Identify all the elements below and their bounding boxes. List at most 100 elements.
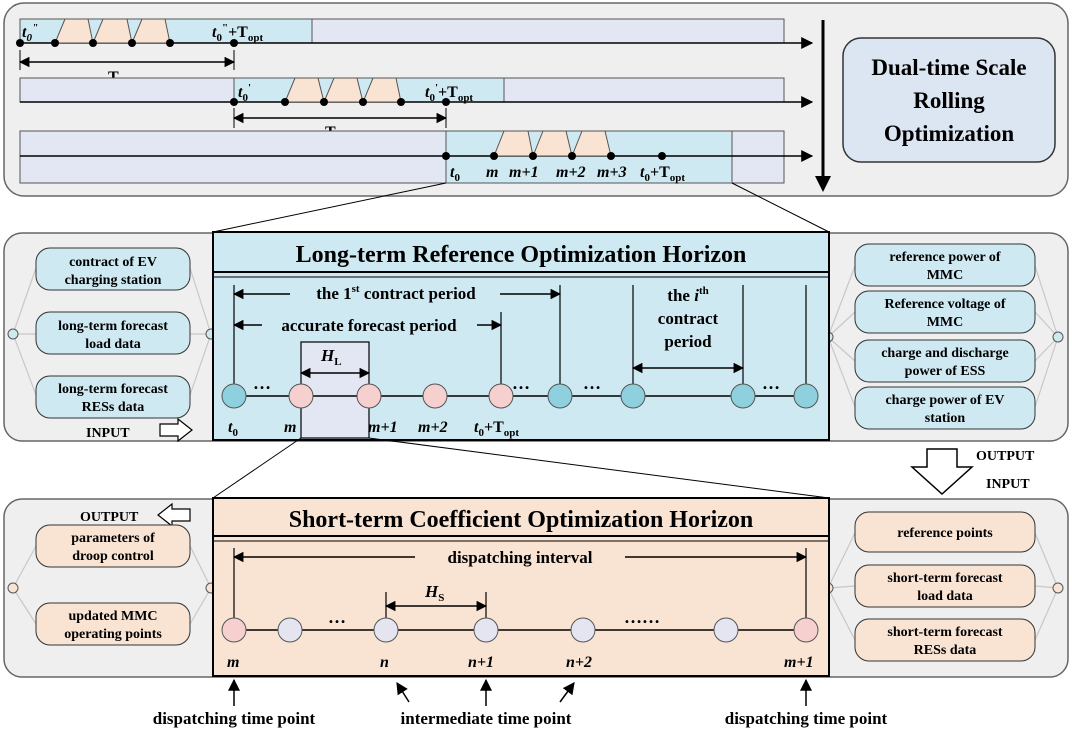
short-term-horizon-box [212, 497, 830, 677]
svg-text:droop control: droop control [72, 549, 154, 564]
input-box-res-forecast: long-term forecast RESs data [35, 375, 191, 419]
svg-text:RESs data: RESs data [82, 400, 145, 415]
caption-dispatching-left: dispatching time point [153, 709, 316, 728]
title-line-3: Optimization [884, 121, 1015, 146]
middle-input-label: INPUT [86, 426, 130, 441]
svg-text:updated MMC: updated MMC [68, 609, 157, 624]
row2-start-label: t0' [238, 82, 251, 104]
short-node-n [373, 617, 399, 643]
bottom-output-label: OUTPUT [80, 510, 139, 525]
output-box-ref-power: reference power of MMC [854, 243, 1036, 287]
svg-text:load data: load data [85, 337, 141, 352]
short-node-n2 [570, 617, 596, 643]
dots-1: … [253, 373, 271, 393]
svg-text:Reference voltage of: Reference voltage of [884, 297, 1005, 312]
row3-m-label: m [486, 164, 498, 181]
input-box-reference-points: reference points [854, 511, 1036, 553]
node-m [288, 383, 314, 409]
svg-text:station: station [925, 411, 966, 426]
short-term-title: Short-term Coefficient Optimization Hori… [289, 507, 754, 533]
input-box-short-res: short-term forecast RESs data [854, 618, 1036, 662]
ith-contract-line2: contract [658, 309, 719, 328]
middle-panel: contract of EV charging station long-ter… [3, 231, 1069, 443]
short-node-2 [277, 617, 303, 643]
row3-m3-label: m+3 [597, 164, 627, 181]
first-contract-label: the 1st contract period [316, 283, 476, 303]
svg-text:short-term forecast: short-term forecast [887, 571, 1003, 586]
svg-text:MMC: MMC [927, 315, 964, 330]
rolling-row-1: t0" t0"+Topt Topt [16, 18, 814, 89]
short-node-n1 [473, 617, 499, 643]
node-m1 [356, 383, 382, 409]
input-box-short-load: short-term forecast load data [854, 564, 1036, 608]
hs-label: HS [424, 582, 444, 604]
svg-text:charge and discharge: charge and discharge [881, 346, 1009, 361]
bottom-panel: OUTPUT parameters of droop control updat… [3, 497, 1069, 678]
short-dots-1: … [328, 607, 346, 627]
top-panel: t0" t0"+Topt Topt t0' t0'+Topt [3, 2, 1069, 197]
short-label-m: m [227, 654, 239, 671]
transfer-output-label: OUTPUT [976, 449, 1035, 464]
svg-text:reference power of: reference power of [889, 250, 1001, 265]
svg-text:charge power of EV: charge power of EV [885, 393, 1004, 408]
svg-text:long-term forecast: long-term forecast [58, 382, 168, 397]
short-node-m [221, 617, 247, 643]
panel-transfer-arrow-icon [910, 448, 974, 496]
short-node-7 [713, 617, 739, 643]
input-box-load-forecast: long-term forecast load data [35, 311, 191, 355]
label-m2: m+2 [418, 419, 448, 436]
row3-t0-label: t0 [450, 164, 460, 184]
dual-time-title-box: Dual-time Scale Rolling Optimization [842, 37, 1056, 163]
svg-text:RESs data: RESs data [914, 643, 977, 658]
output-arrow-icon [157, 502, 191, 528]
svg-text:long-term forecast: long-term forecast [58, 319, 168, 334]
node-topt [488, 383, 514, 409]
svg-text:MMC: MMC [927, 268, 964, 283]
forecast-period-label: accurate forecast period [281, 316, 457, 335]
row3-m1-label: m+1 [509, 164, 539, 181]
label-m1: m+1 [368, 419, 398, 436]
row3-end-label: t0+Topt [640, 164, 685, 184]
svg-text:contract of EV: contract of EV [69, 255, 157, 270]
output-box-ev-power: charge power of EV station [854, 386, 1036, 430]
caption-dispatching-right: dispatching time point [725, 709, 888, 728]
short-label-n2: n+2 [566, 654, 592, 671]
hl-label: HL [320, 346, 342, 368]
svg-text:load data: load data [917, 589, 973, 604]
output-box-mmc-points: updated MMC operating points [35, 602, 191, 646]
short-label-n: n [380, 654, 389, 671]
rolling-row-3: t0 m m+1 m+2 m+3 t0+Topt [19, 130, 814, 184]
label-t0: t0 [228, 419, 238, 439]
short-node-m1 [793, 617, 819, 643]
output-box-ref-voltage: Reference voltage of MMC [854, 290, 1036, 334]
svg-text:power of ESS: power of ESS [905, 364, 986, 379]
node-contract-end [547, 383, 573, 409]
input-arrow-icon [159, 417, 193, 443]
caption-intermediate: intermediate time point [401, 709, 572, 728]
node-ith-start [620, 383, 646, 409]
row1-end-label: t0"+Topt [212, 22, 263, 44]
output-box-ess-power: charge and discharge power of ESS [854, 339, 1036, 383]
ith-contract-line3: period [664, 332, 712, 351]
node-m2 [422, 383, 448, 409]
input-box-ev-contract: contract of EV charging station [35, 247, 191, 291]
svg-text:operating points: operating points [64, 627, 162, 642]
svg-text:short-term forecast: short-term forecast [887, 625, 1003, 640]
svg-text:charging station: charging station [65, 273, 162, 288]
row3-m2-label: m+2 [556, 164, 586, 181]
row2-end-label: t0'+Topt [425, 82, 473, 104]
title-line-1: Dual-time Scale [871, 55, 1026, 80]
transfer-input-label: INPUT [986, 477, 1030, 492]
node-t0 [221, 383, 247, 409]
interval-label: dispatching interval [448, 548, 593, 567]
svg-text:parameters of: parameters of [71, 531, 155, 546]
output-box-droop-params: parameters of droop control [35, 524, 191, 568]
title-line-2: Rolling [913, 88, 985, 113]
short-label-n1: n+1 [468, 654, 494, 671]
ith-contract-label: the ith [667, 285, 708, 305]
dots-2: … [512, 373, 530, 393]
node-ith-end [730, 383, 756, 409]
rolling-row-2: t0' t0'+Topt Topt [19, 77, 814, 144]
dots-3: … [583, 373, 601, 393]
